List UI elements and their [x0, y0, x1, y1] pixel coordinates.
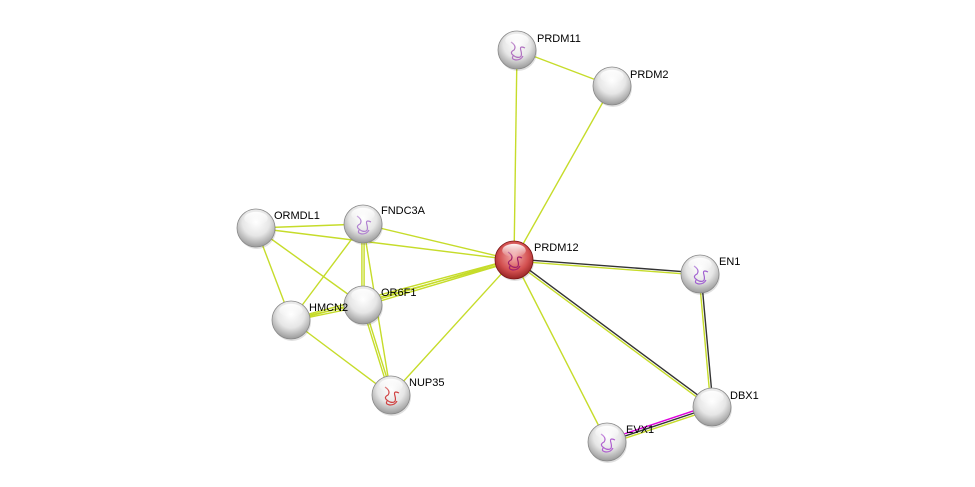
node-evx1[interactable]: EVX1: [587, 422, 654, 463]
edge-en1-dbx1[interactable]: [698, 273, 714, 408]
edge-line-textmining: [290, 258, 514, 320]
edge-line-textmining: [290, 319, 392, 396]
node-label: EN1: [719, 256, 740, 268]
node-label: EVX1: [626, 424, 654, 436]
node-highlight: [379, 378, 403, 393]
edge-fndc3a-hmcn2[interactable]: [290, 223, 364, 321]
node-highlight: [279, 303, 303, 318]
node-highlight: [688, 257, 712, 272]
protein-structure-icon: [507, 251, 523, 271]
node-label: DBX1: [730, 390, 759, 402]
node-label: PRDM12: [534, 242, 579, 254]
edge-ormdl1-or6f1[interactable]: [255, 227, 364, 306]
edge-line-textmining: [291, 260, 515, 322]
node-label: FNDC3A: [381, 205, 426, 217]
edge-hmcn2-nup35[interactable]: [290, 319, 392, 396]
edge-line-textmining: [362, 258, 514, 305]
edge-line-textmining: [512, 260, 712, 409]
edge-ormdl1-prdm12[interactable]: [255, 227, 515, 261]
edge-line-textmining: [363, 260, 515, 307]
edge-prdm12-dbx1[interactable]: [512, 258, 714, 409]
node-highlight: [244, 211, 268, 226]
edge-line-textmining: [290, 223, 364, 321]
node-prdm12[interactable]: PRDM12: [494, 240, 579, 281]
node-or6f1[interactable]: OR6F1: [343, 285, 416, 326]
node-fndc3a[interactable]: FNDC3A: [343, 204, 426, 245]
node-dbx1[interactable]: DBX1: [692, 387, 759, 428]
edge-line-textmining: [513, 49, 518, 261]
edge-fndc3a-prdm12[interactable]: [362, 223, 515, 261]
node-label: ORMDL1: [274, 210, 320, 222]
node-highlight: [351, 207, 375, 222]
edge-line-textmining: [513, 259, 608, 443]
node-en1[interactable]: EN1: [680, 254, 740, 295]
protein-structure-icon: [510, 41, 526, 61]
edge-line-textmining: [390, 259, 515, 396]
edge-nup35-prdm12[interactable]: [390, 259, 515, 396]
node-label: OR6F1: [381, 287, 416, 299]
node-highlight: [505, 33, 529, 48]
node-highlight: [502, 243, 526, 258]
edge-line-coexpression: [700, 273, 714, 407]
edge-or6f1-prdm12[interactable]: [362, 258, 515, 307]
node-label: PRDM11: [537, 33, 581, 45]
edge-line-textmining: [513, 260, 700, 276]
protein-structure-icon: [356, 215, 372, 235]
node-nup35[interactable]: NUP35: [371, 375, 444, 416]
protein-structure-icon: [384, 386, 400, 406]
edge-prdm12-evx1[interactable]: [513, 259, 608, 443]
edge-prdm12-en1[interactable]: [513, 258, 701, 276]
node-highlight: [351, 288, 375, 303]
node-highlight: [595, 425, 619, 440]
node-label: HMCN2: [309, 302, 348, 314]
node-highlight: [700, 390, 724, 405]
edge-line-textmining: [513, 85, 613, 261]
edge-prdm11-prdm12[interactable]: [513, 49, 518, 261]
edge-line-coexpression: [514, 258, 714, 407]
edge-line-textmining: [255, 227, 515, 261]
node-label: PRDM2: [630, 69, 669, 81]
node-label: NUP35: [409, 377, 444, 389]
edge-line-textmining: [362, 223, 515, 261]
protein-structure-icon: [600, 433, 616, 453]
node-ormdl1[interactable]: ORMDL1: [236, 208, 320, 249]
edge-line-coexpression: [514, 258, 701, 274]
node-highlight: [600, 69, 624, 84]
node-hmcn2[interactable]: HMCN2: [271, 300, 348, 341]
edge-line-textmining: [255, 227, 364, 306]
edge-prdm2-prdm12[interactable]: [513, 85, 613, 261]
protein-structure-icon: [693, 265, 709, 285]
edge-layer: [255, 49, 714, 445]
node-prdm2[interactable]: PRDM2: [592, 66, 669, 107]
edge-hmcn2-prdm12[interactable]: [290, 258, 515, 322]
edge-line-textmining: [698, 274, 712, 408]
node-prdm11[interactable]: PRDM11: [497, 30, 581, 71]
